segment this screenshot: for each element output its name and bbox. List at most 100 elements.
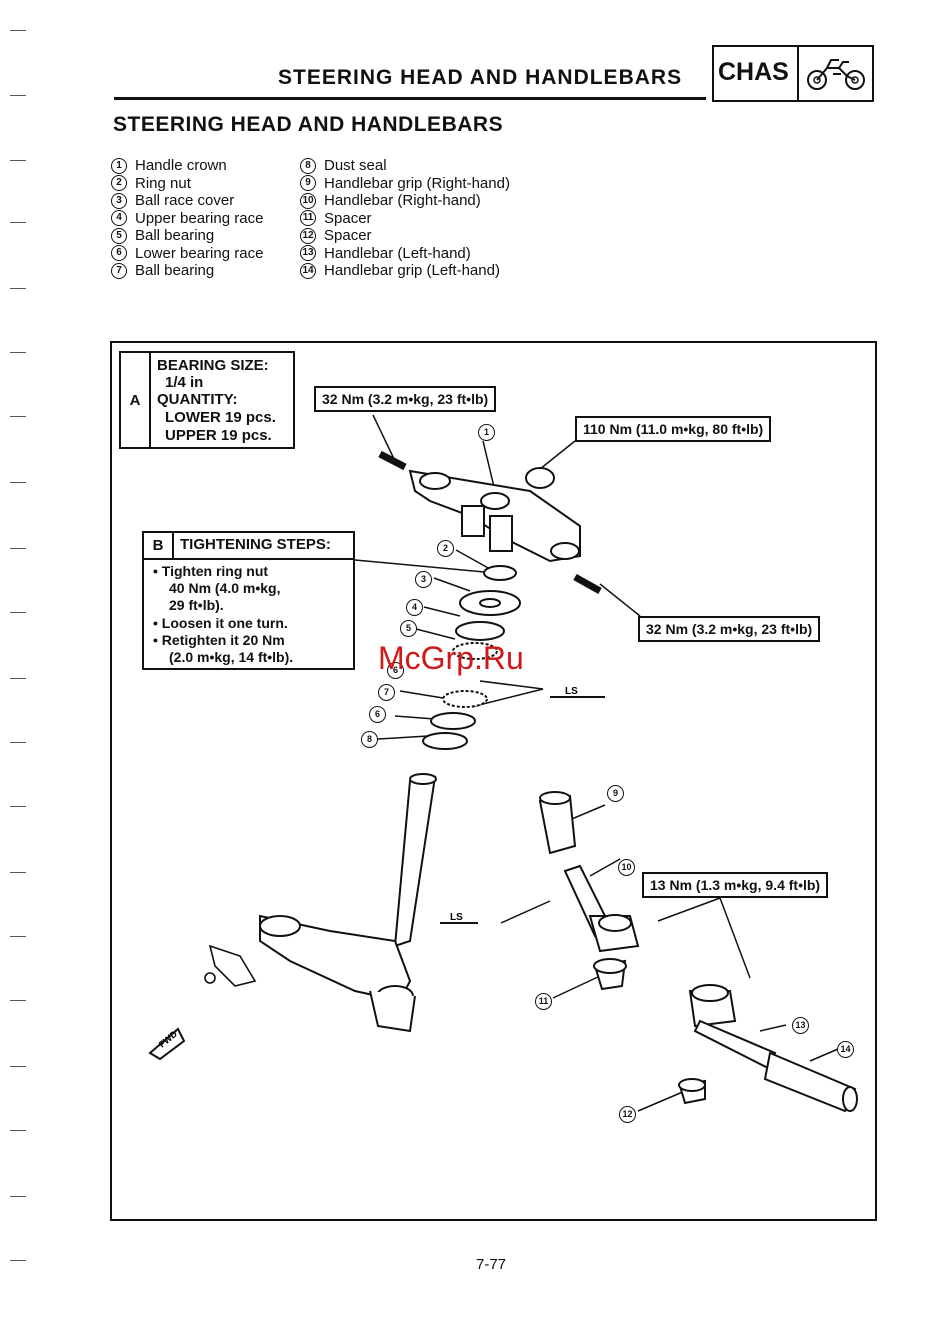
margin-mark — [10, 872, 26, 874]
margin-mark — [10, 288, 26, 290]
margin-mark — [10, 482, 26, 484]
margin-mark — [10, 416, 26, 418]
margin-mark — [10, 352, 26, 354]
leader-line — [809, 1048, 839, 1062]
callout-5: 5 — [400, 620, 417, 637]
callout-13: 13 — [792, 1017, 809, 1034]
callout-2: 2 — [437, 540, 454, 557]
spec-line: UPPER 19 pcs. — [165, 427, 272, 444]
leader-line — [423, 606, 461, 617]
ring-nut — [483, 565, 517, 581]
leader-line — [566, 804, 606, 822]
leader-line — [455, 549, 491, 570]
leader-line — [589, 858, 621, 877]
fwd-arrow — [148, 1027, 186, 1061]
leader-line — [372, 414, 396, 462]
margin-mark — [10, 160, 26, 162]
leader-line — [759, 1024, 787, 1032]
handlebar-grip-left — [763, 1051, 857, 1113]
callout-1: 1 — [478, 424, 495, 441]
leader-line — [394, 715, 436, 720]
page-number: 7-77 — [476, 1256, 507, 1273]
chapter-badge — [712, 45, 874, 102]
leader-line — [552, 975, 601, 999]
callout-9: 9 — [607, 785, 624, 802]
leader-line — [657, 897, 721, 922]
bearing-spec-box: A BEARING SIZE: 1/4 in QUANTITY: LOWER 1… — [119, 351, 295, 449]
callout-11: 11 — [535, 993, 552, 1010]
under-bracket — [259, 773, 437, 1033]
leader-line — [433, 577, 471, 592]
margin-mark — [10, 1196, 26, 1198]
margin-mark — [10, 678, 26, 680]
header-rule — [114, 97, 706, 100]
box-header: B TIGHTENING STEPS: — [144, 533, 353, 560]
leader-line — [719, 897, 751, 979]
callout-12: 12 — [619, 1106, 636, 1123]
step-line: • Tighten ring nut — [153, 563, 269, 579]
step-line: 40 Nm (4.0 m•kg, — [169, 580, 281, 596]
callout-6b: 6 — [369, 706, 386, 723]
margin-mark — [10, 1000, 26, 1002]
exploded-diagram: FWD LS LS — [148, 414, 858, 1113]
leader-line — [377, 735, 429, 740]
torque-label: 13 Nm (1.3 m•kg, 9.4 ft•lb) — [642, 872, 829, 898]
leader-line — [482, 440, 496, 492]
ball-bearing-upper — [452, 642, 498, 660]
leader-line — [474, 688, 544, 707]
spec-line: LOWER 19 pcs. — [165, 409, 276, 426]
callout-7: 7 — [378, 684, 395, 701]
spec-line: BEARING SIZE: — [157, 357, 269, 374]
leader-line — [415, 628, 456, 640]
leader-line — [599, 583, 641, 617]
watermark: McGrp.Ru — [378, 640, 524, 676]
callout-6: 6 — [387, 662, 404, 679]
margin-mark — [10, 1260, 26, 1262]
brake-hose-holder — [204, 944, 257, 987]
diagram-frame — [110, 341, 877, 1221]
margin-mark — [10, 742, 26, 744]
leader-line — [354, 559, 496, 574]
margin-mark — [10, 95, 26, 97]
callout-4: 4 — [406, 599, 423, 616]
step-line: • Retighten it 20 Nm — [153, 632, 285, 648]
lube-label: LS — [450, 912, 463, 923]
margin-mark — [10, 548, 26, 550]
chapter-badge-divider — [797, 46, 799, 101]
upper-bearing-race — [455, 621, 505, 641]
box-title: TIGHTENING STEPS: — [180, 536, 331, 553]
lube-label: LS — [565, 686, 578, 697]
dust-seal — [422, 732, 468, 750]
margin-mark — [10, 222, 26, 224]
callout-8: 8 — [361, 731, 378, 748]
leader-line — [539, 440, 576, 470]
spec-line: 1/4 in — [165, 374, 204, 391]
tightening-steps-box: B TIGHTENING STEPS: • Tighten ring nut 4… — [142, 531, 355, 670]
chapter-badge-label: CHAS — [718, 58, 789, 86]
box-letter: B — [144, 533, 174, 558]
leader-line — [637, 1090, 686, 1112]
header-title: STEERING HEAD AND HANDLEBARS — [278, 66, 683, 89]
motorcycle-icon — [807, 59, 865, 90]
step-line: (2.0 m•kg, 14 ft•lb). — [169, 649, 294, 665]
lower-bearing-race — [430, 712, 476, 730]
margin-mark — [10, 806, 26, 808]
step-line: • Loosen it one turn. — [153, 615, 288, 631]
margin-mark — [10, 612, 26, 614]
section-title: STEERING HEAD AND HANDLEBARS — [113, 113, 504, 136]
leader-line — [500, 900, 551, 924]
callout-14: 14 — [837, 1041, 854, 1058]
box-letter: A — [121, 353, 151, 447]
